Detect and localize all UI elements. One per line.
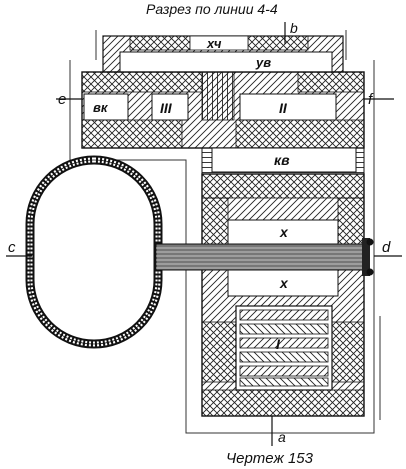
outer-casing-lines bbox=[69, 30, 381, 434]
label-c: c bbox=[8, 239, 16, 256]
top-cap-hch bbox=[102, 35, 344, 73]
label-hch: хч bbox=[206, 36, 222, 51]
label-d: d bbox=[382, 239, 391, 256]
upper-body-block bbox=[81, 71, 365, 149]
oval-tank bbox=[25, 155, 163, 349]
label-x-upper: х bbox=[279, 224, 289, 240]
firebox-I bbox=[235, 305, 333, 391]
label-uv: ув bbox=[255, 55, 271, 70]
label-e: e bbox=[58, 91, 66, 108]
label-a: a bbox=[278, 429, 286, 445]
section-lines bbox=[6, 22, 402, 446]
drawing-caption: Чертеж 153 bbox=[226, 450, 314, 467]
kv-channel-block bbox=[201, 147, 365, 175]
label-x-lower: х bbox=[279, 275, 289, 291]
label-kv: кв bbox=[274, 152, 290, 168]
label-vk: вк bbox=[93, 100, 109, 115]
section-title: Разрез по линии 4-4 bbox=[146, 1, 278, 17]
label-III: III bbox=[160, 100, 173, 116]
label-b: b bbox=[290, 20, 298, 36]
pipe-c-d bbox=[155, 238, 374, 276]
label-f: f bbox=[368, 91, 374, 108]
label-I: I bbox=[276, 336, 281, 352]
label-II: II bbox=[279, 100, 288, 116]
